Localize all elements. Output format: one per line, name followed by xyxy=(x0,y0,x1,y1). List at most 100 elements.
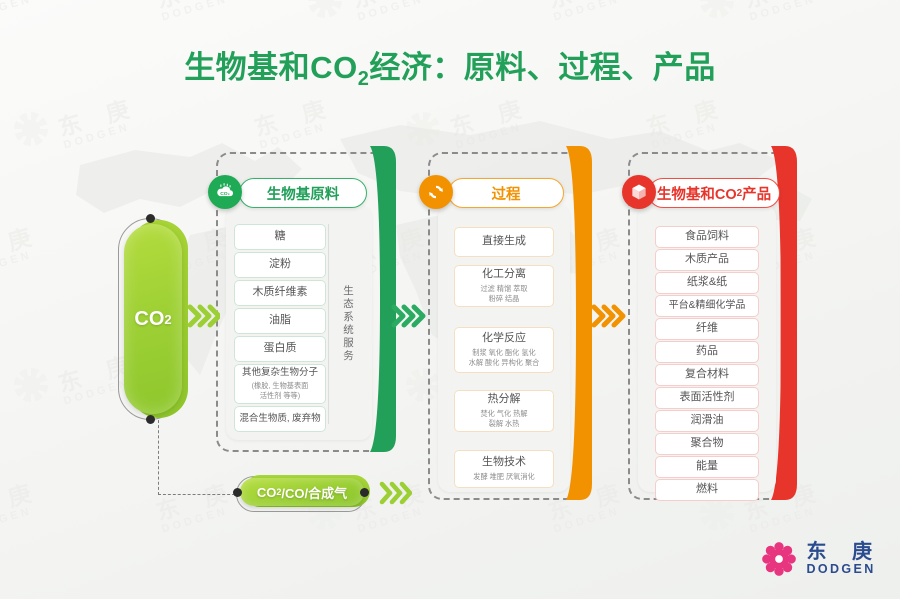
ecosystem-services-strip: 生态系统服务 xyxy=(328,224,368,424)
process-badge-icon xyxy=(419,175,453,209)
item-label: 木质纤维素 xyxy=(252,286,308,299)
item-label: 生物技术 xyxy=(482,456,526,469)
product-item[interactable]: 木质产品 xyxy=(655,249,759,271)
product-item[interactable]: 药品 xyxy=(655,341,759,363)
syngas-horizontal-connector xyxy=(158,494,240,495)
item-sublabel: 过滤 精馏 萃取 粉碎 结晶 xyxy=(480,284,528,303)
process-item[interactable]: 生物技术 发酵 堆肥 厌氧消化 xyxy=(454,450,554,488)
feedstock-header-label: 生物基原料 xyxy=(266,186,340,203)
recycle-icon xyxy=(429,185,443,199)
watermark-flower-icon xyxy=(700,0,734,18)
product-item[interactable]: 聚合物 xyxy=(655,433,759,455)
item-label: 纤维 xyxy=(696,322,718,335)
feedstock-item[interactable]: 其他复杂生物分子 (橡胶, 生物基表面 活性剂 等等) xyxy=(234,364,326,404)
feedstock-badge-icon: CO₂ xyxy=(208,175,242,209)
brand-logo: 东 庚 DODGEN xyxy=(761,541,882,577)
chevron-process-to-products xyxy=(591,304,626,328)
watermark-flower-icon xyxy=(308,0,342,18)
products-bar-shape xyxy=(771,146,797,500)
item-label: 表面活性剂 xyxy=(679,391,735,404)
product-item[interactable]: 复合材料 xyxy=(655,364,759,386)
feedstock-item[interactable]: 木质纤维素 xyxy=(234,280,326,306)
watermark-flower-icon xyxy=(700,496,734,530)
feedstock-item[interactable]: 混合生物质, 废弃物 xyxy=(234,406,326,432)
item-label: 淀粉 xyxy=(269,258,291,271)
item-label: 糖 xyxy=(274,230,286,243)
product-item[interactable]: 纤维 xyxy=(655,318,759,340)
chevron-feedstock-to-process xyxy=(391,304,426,328)
product-item[interactable]: 纸浆&纸 xyxy=(655,272,759,294)
product-item[interactable]: 平台&精细化学品 xyxy=(655,295,759,317)
chevron-syngas-to-process xyxy=(379,481,412,505)
item-label: 能量 xyxy=(696,460,718,473)
syngas-right-node xyxy=(360,488,369,497)
syngas-subscript: 2 xyxy=(276,487,282,497)
item-label: 药品 xyxy=(696,345,718,358)
syngas-label-b: /CO/合成气 xyxy=(281,485,348,501)
title-suffix: 经济：原料、过程、产品 xyxy=(369,50,716,85)
co2-to-syngas-connector xyxy=(158,420,159,495)
co2-cloud-icon: CO₂ xyxy=(217,183,234,197)
product-item[interactable]: 食品饲料 xyxy=(655,226,759,248)
item-label: 化学反应 xyxy=(482,332,526,345)
feedstock-item[interactable]: 淀粉 xyxy=(234,252,326,278)
item-label: 复合材料 xyxy=(685,368,729,381)
process-item[interactable]: 化学反应 制浆 氧化 酯化 氢化 水解 酸化 异构化 聚合 xyxy=(454,327,554,373)
product-item[interactable]: 表面活性剂 xyxy=(655,387,759,409)
process-item[interactable]: 直接生成 xyxy=(454,227,554,257)
co2-bottom-node xyxy=(146,415,155,424)
feedstock-item[interactable]: 糖 xyxy=(234,224,326,250)
page-title: 生物基和CO2经济：原料、过程、产品 xyxy=(0,42,900,91)
item-label: 热分解 xyxy=(487,393,521,406)
feedstock-bar-shape xyxy=(370,146,396,452)
title-prefix: 生物基和CO xyxy=(184,50,358,85)
watermark-flower-icon xyxy=(14,112,48,146)
product-item[interactable]: 燃料 xyxy=(655,479,759,501)
syngas-left-node xyxy=(233,488,242,497)
process-header: 过程 xyxy=(448,178,564,208)
products-header-prefix: 生物基和CO xyxy=(656,186,737,203)
product-item[interactable]: 能量 xyxy=(655,456,759,478)
item-label: 油脂 xyxy=(269,314,291,327)
item-label: 混合生物质, 废弃物 xyxy=(239,413,321,425)
item-sublabel: (橡胶, 生物基表面 活性剂 等等) xyxy=(251,381,309,400)
process-item[interactable]: 化工分离 过滤 精馏 萃取 粉碎 结晶 xyxy=(454,265,554,307)
product-box-icon xyxy=(632,184,646,200)
item-sublabel: 制浆 氧化 酯化 氢化 水解 酸化 异构化 聚合 xyxy=(468,348,540,367)
logo-cn: 东 庚 xyxy=(806,540,882,563)
item-label: 燃料 xyxy=(696,483,718,496)
products-badge-icon xyxy=(622,175,656,209)
feedstock-item[interactable]: 油脂 xyxy=(234,308,326,334)
item-sublabel: 焚化 气化 热解 裂解 水热 xyxy=(480,409,528,428)
logo-text-block: 东 庚 DODGEN xyxy=(806,540,882,576)
product-item[interactable]: 润滑油 xyxy=(655,410,759,432)
co2-capsule-label: CO xyxy=(134,307,165,330)
process-item[interactable]: 热分解 焚化 气化 热解 裂解 水热 xyxy=(454,390,554,432)
watermark-flower-icon xyxy=(406,112,440,146)
item-label: 润滑油 xyxy=(690,414,724,427)
item-label: 化工分离 xyxy=(482,268,526,281)
item-label: 其他复杂生物分子 xyxy=(241,367,318,379)
chevron-co2-to-feedstock xyxy=(187,304,220,328)
co2-capsule-subscript: 2 xyxy=(164,311,172,327)
title-subscript: 2 xyxy=(357,68,370,91)
feedstock-item[interactable]: 蛋白质 xyxy=(234,336,326,362)
dodgen-flower-icon xyxy=(762,542,797,576)
feedstock-header: 生物基原料 xyxy=(239,178,367,208)
svg-text:CO₂: CO₂ xyxy=(220,191,230,197)
item-label: 蛋白质 xyxy=(263,342,297,355)
